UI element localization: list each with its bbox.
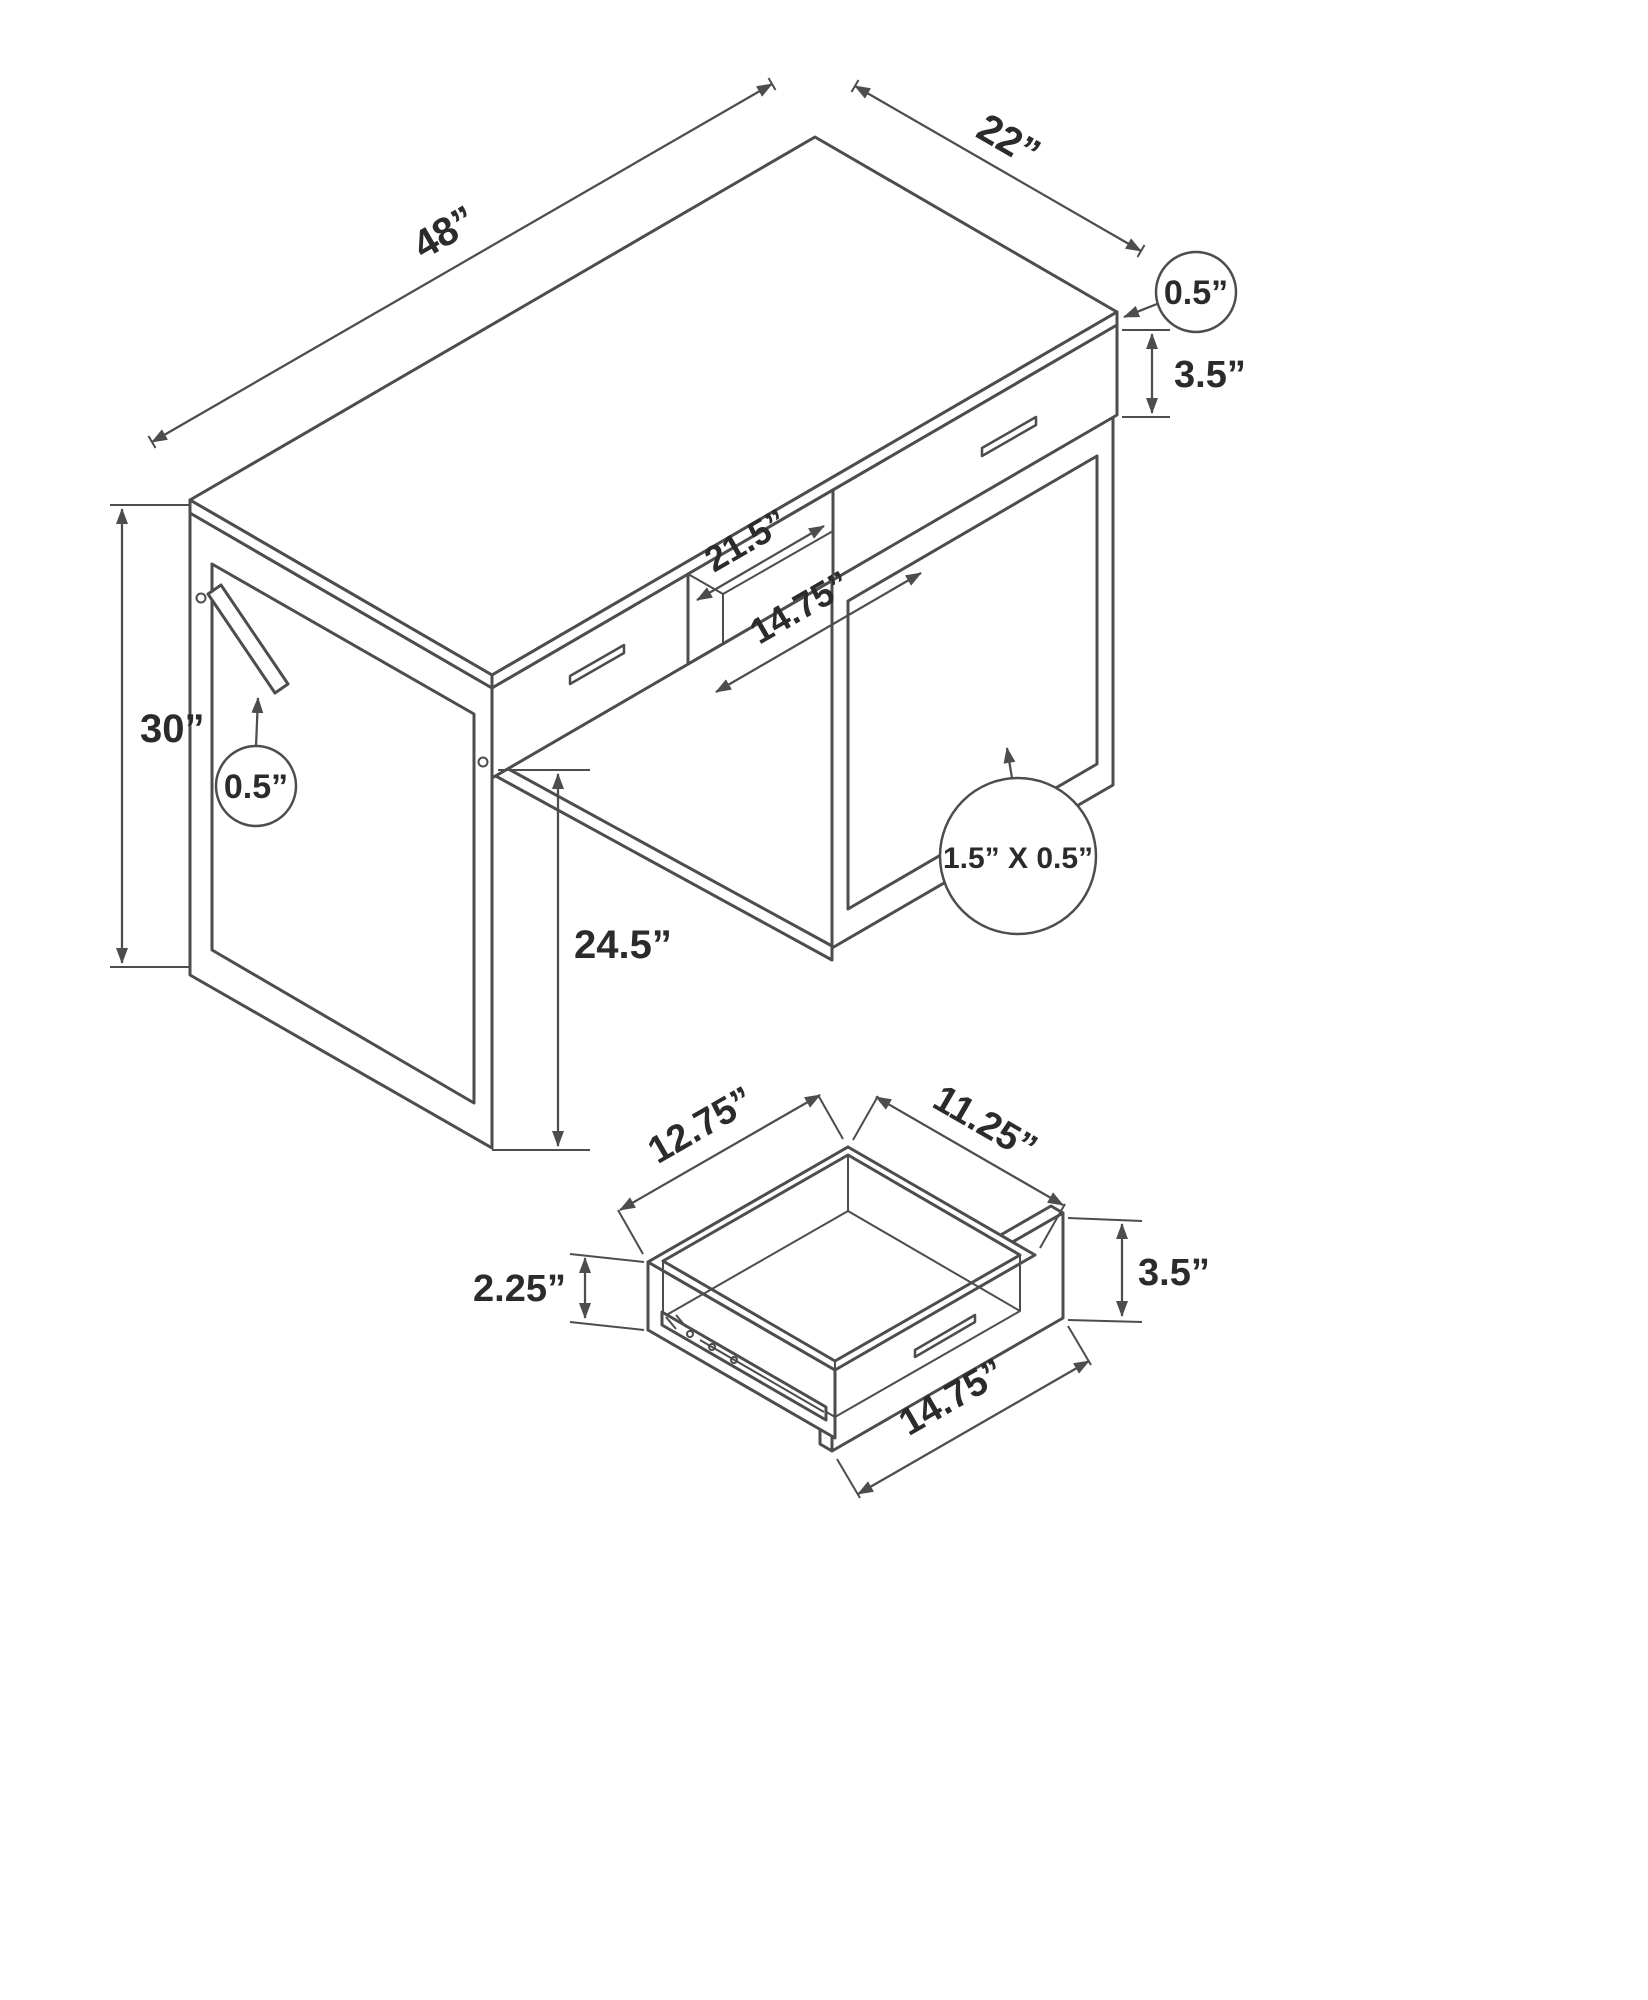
leader-line: [1003, 747, 1016, 779]
dimension-line: [715, 572, 922, 693]
dimension-line: [619, 1094, 821, 1211]
drawer-slide-rail: [660, 1310, 828, 1422]
label-top-thickness: 0.5”: [1164, 274, 1228, 312]
label-drawer-side-height: 2.25”: [473, 1268, 566, 1310]
rail-detail-line: [665, 1316, 677, 1330]
dimension-line: [151, 83, 773, 443]
label-drawer-front-height: 3.5”: [1138, 1252, 1210, 1294]
extension-line: [1067, 1325, 1092, 1366]
bearing-icon: [686, 1330, 694, 1338]
dimension-tick: [850, 79, 860, 93]
callout-circle: [938, 776, 1098, 936]
bearing-icon: [730, 1356, 738, 1364]
extension-line: [836, 1458, 861, 1499]
dimension-tick: [1067, 1217, 1143, 1222]
screw-hole-icon: [477, 756, 489, 768]
dimension-clearance-height: 24.5”: [492, 769, 672, 1151]
leader-line: [251, 697, 264, 747]
dimension-line: [854, 85, 1142, 252]
drawer-handle-right: [980, 415, 1038, 458]
label-overall-height: 30”: [140, 707, 205, 751]
callout-circle: [1154, 250, 1238, 334]
dimension-tick: [147, 435, 157, 449]
desk-drawing: 48” 22” 0.5” 3.5” 30”: [110, 77, 1246, 1151]
left-leg-frame: [188, 511, 494, 1150]
label-drawer-inner-width: 11.25”: [926, 1077, 1044, 1169]
label-desk-depth: 22”: [970, 106, 1048, 176]
label-clearance-height: 24.5”: [574, 923, 672, 967]
callout-top-thickness: 0.5”: [1123, 250, 1238, 334]
dimension-line: [857, 1360, 1090, 1495]
corner-brace: [206, 583, 290, 695]
dimension-tick: [569, 1321, 645, 1331]
left-frame-inner: [210, 562, 476, 1105]
label-drawer-depth: 12.75”: [641, 1079, 761, 1172]
extension-line: [852, 1095, 879, 1141]
drawer-handle-left: [568, 643, 626, 686]
extension-line: [1039, 1203, 1066, 1249]
dimension-apron-height: 3.5”: [1122, 329, 1246, 418]
label-tube-size: 1.5” X 0.5”: [943, 842, 1093, 875]
callout-tube-size: 1.5” X 0.5”: [938, 747, 1098, 936]
extension-line: [617, 1209, 644, 1255]
dimension-line: [875, 1096, 1064, 1206]
dimension-tick: [1067, 1319, 1143, 1323]
drawer-handle: [913, 1313, 977, 1359]
bearing-icon: [708, 1343, 716, 1351]
label-brace-thickness: 0.5”: [224, 768, 288, 806]
extension-line: [817, 1094, 844, 1140]
screw-hole-icon: [195, 592, 207, 604]
slide-rail-inner-track: [699, 1339, 825, 1413]
dimension-drawer-side-height: 2.25”: [473, 1253, 645, 1331]
drawer-detail-drawing: 12.75” 11.25” 2.25” 3.5” 14.: [473, 1077, 1210, 1499]
dimension-overall-height: 30”: [110, 504, 205, 968]
rail-detail-line: [675, 1314, 687, 1328]
callout-brace-thickness: 0.5”: [214, 697, 298, 828]
dimension-tick: [767, 77, 777, 91]
dimension-drawer-front-height: 3.5”: [1067, 1217, 1210, 1323]
dimension-tick: [569, 1253, 645, 1263]
dimension-tick: [1136, 244, 1146, 258]
label-apron-height: 3.5”: [1174, 354, 1246, 396]
leader-line: [1123, 302, 1158, 319]
